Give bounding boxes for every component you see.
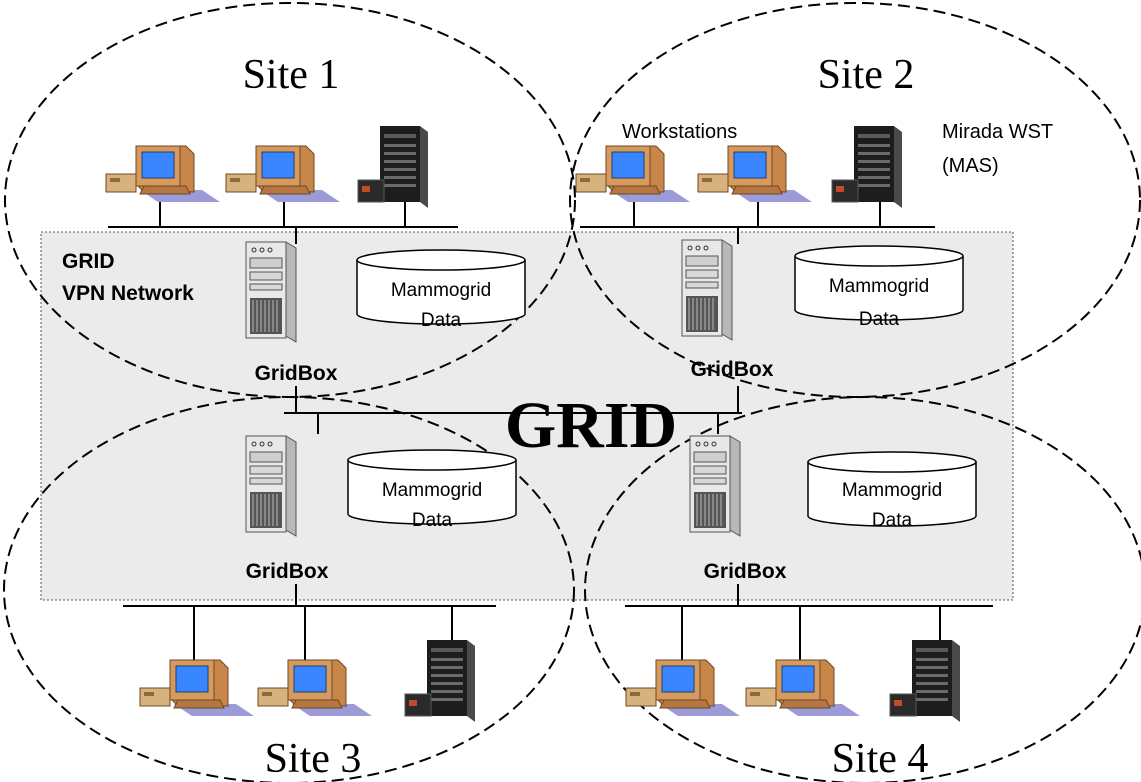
workstation-icon <box>139 659 255 717</box>
site-1-label: Site 1 <box>243 52 340 98</box>
workstations-label: Workstations <box>622 121 737 143</box>
site-boundaries <box>3 2 1141 782</box>
server-rack-icon <box>889 639 961 723</box>
gridbox-server-icon <box>681 239 733 341</box>
grid-title: GRID <box>505 389 677 462</box>
database-label-line2: Data <box>859 309 900 330</box>
workstation-icon <box>575 145 691 203</box>
workstation-icon <box>745 659 861 717</box>
gridbox-label: GridBox <box>246 560 329 583</box>
site-3-label: Site 3 <box>265 736 362 782</box>
site-4-label: Site 4 <box>832 736 929 782</box>
gridbox-label: GridBox <box>704 560 787 583</box>
server-rack-icon <box>831 125 903 209</box>
grid-network-label-line1: GRID <box>62 250 115 273</box>
gridbox-label: GridBox <box>255 362 338 385</box>
database-label-line1: Mammogrid <box>829 276 929 297</box>
database-label-line1: Mammogrid <box>842 480 942 501</box>
database-label-line2: Data <box>421 310 462 331</box>
gridbox-server-icon <box>245 241 297 343</box>
grid-network-label-line2: VPN Network <box>62 282 194 305</box>
workstation-icon <box>257 659 373 717</box>
database-label-line1: Mammogrid <box>391 280 491 301</box>
site-2-label: Site 2 <box>818 52 915 98</box>
database-label-line1: Mammogrid <box>382 480 482 501</box>
network-lines <box>108 192 993 660</box>
gridbox-label: GridBox <box>691 358 774 381</box>
gridbox-server-icon <box>689 435 741 537</box>
workstation-icon <box>697 145 813 203</box>
database-label-line2: Data <box>872 510 913 531</box>
site-4-boundary <box>584 396 1141 782</box>
site-3-boundary <box>3 396 575 782</box>
mas-label: (MAS) <box>942 155 999 177</box>
gridbox-server-icon <box>245 435 297 537</box>
workstation-icon <box>225 145 341 203</box>
server-rack-icon <box>404 639 476 723</box>
site-2-boundary <box>569 2 1141 398</box>
workstation-icon <box>105 145 221 203</box>
server-rack-icon <box>357 125 429 209</box>
mirada-wst-label: Mirada WST <box>942 121 1053 143</box>
database-label-line2: Data <box>412 510 453 531</box>
